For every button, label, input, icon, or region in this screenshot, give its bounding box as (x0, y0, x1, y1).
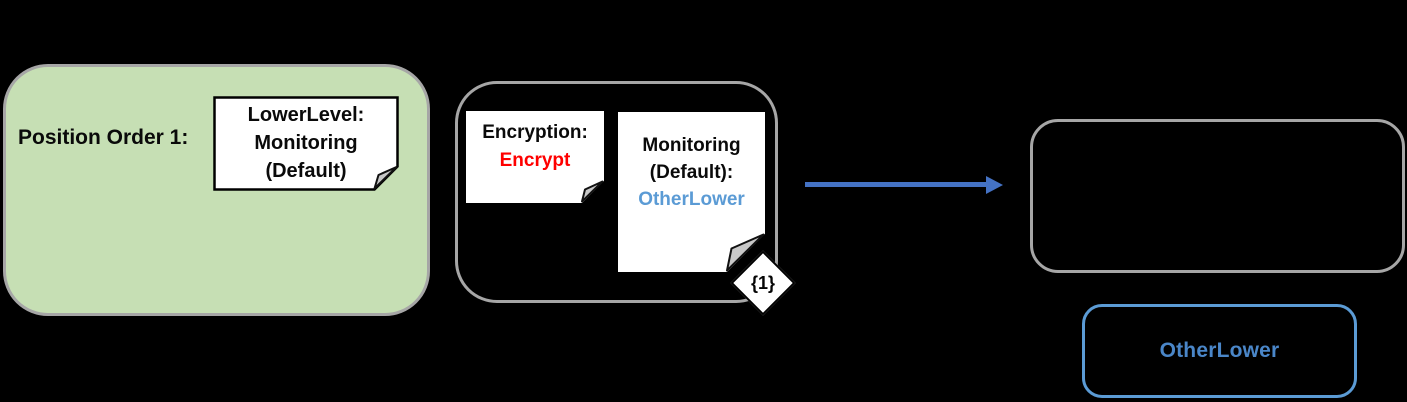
encryption-note-text: Encryption: Encrypt (466, 111, 604, 175)
note-line: Monitoring (642, 135, 741, 156)
lowerlevel-note-text: LowerLevel: Monitoring (Default) (213, 96, 399, 185)
multiplicity-badge-label: {1} (750, 272, 776, 293)
folded-note-shape (213, 96, 399, 191)
otherlower-label: OtherLower (1159, 339, 1280, 362)
monitoring-note: Monitoring (Default): OtherLower (618, 112, 765, 272)
folded-note-shape (618, 112, 765, 272)
arrow-line (805, 182, 988, 187)
note-line-value: OtherLower (638, 189, 745, 210)
note-line: (Default) (265, 160, 347, 182)
monitoring-note-text: Monitoring (Default): OtherLower (618, 112, 765, 213)
note-line: LowerLevel: (247, 104, 365, 126)
folded-corner-icon (373, 166, 398, 190)
lowerlevel-note: LowerLevel: Monitoring (Default) (213, 96, 399, 191)
encryption-note: Encryption: Encrypt (466, 111, 604, 203)
folded-corner-icon (726, 233, 765, 272)
arrow-head-icon (986, 176, 1003, 194)
folded-corner-icon (581, 180, 604, 203)
position-order-label: Position Order 1: (18, 126, 189, 149)
note-line: Monitoring (254, 132, 358, 154)
note-line-value: Encrypt (499, 150, 571, 171)
note-line: Encryption: (482, 122, 588, 143)
result-panel (1030, 119, 1405, 273)
folded-note-shape (466, 111, 604, 203)
note-line: (Default): (649, 162, 734, 183)
settings-panel: Encryption: Encrypt Monitoring (Default)… (455, 81, 796, 316)
otherlower-box: OtherLower (1082, 304, 1357, 398)
position-order-panel: Position Order 1: LowerLevel: Monitoring… (3, 64, 430, 316)
